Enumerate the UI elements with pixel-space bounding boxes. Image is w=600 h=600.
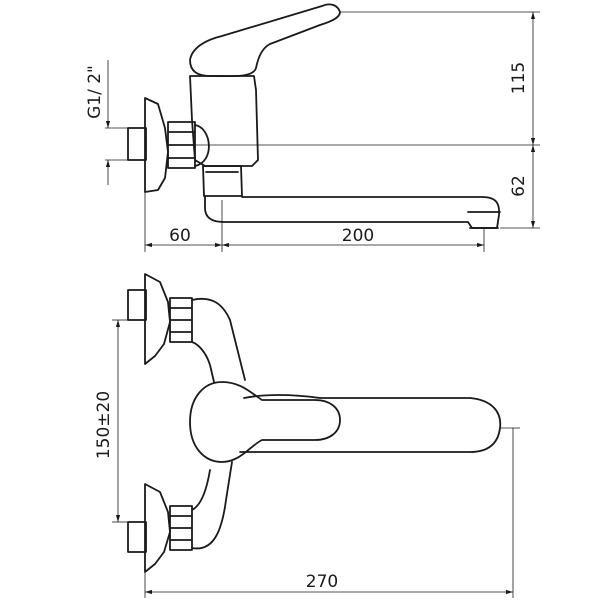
upper-nut — [169, 297, 193, 343]
side-dimensions: 115 62 G1/ 2" 60 200 — [85, 11, 540, 252]
upper-inlet — [127, 289, 147, 321]
mixer-body-top — [191, 298, 246, 383]
lever-disc — [189, 381, 341, 463]
upper-flange — [144, 273, 171, 365]
top-dimensions: 150±20 270 — [94, 319, 520, 598]
mixer-body-lower-arm — [191, 461, 233, 550]
mixer-body — [189, 75, 259, 167]
height-top-label: 115 — [509, 62, 529, 94]
body-connector — [194, 124, 210, 167]
union-nut — [167, 121, 196, 169]
lever-handle — [189, 3, 341, 78]
depth-wall-label: 60 — [169, 226, 191, 246]
inlet-stub — [127, 127, 147, 161]
spout — [204, 195, 500, 229]
inlet-spacing-label: 150±20 — [94, 391, 114, 459]
lower-nut — [169, 505, 193, 551]
spout-reach-label: 200 — [342, 226, 374, 246]
lower-inlet — [127, 521, 147, 553]
thread-label: G1/ 2" — [85, 65, 105, 119]
height-bottom-label: 62 — [509, 175, 529, 197]
spout-pivot — [202, 165, 243, 197]
wall-flange — [144, 97, 169, 193]
top-view — [127, 273, 502, 573]
total-reach-label: 270 — [306, 572, 338, 592]
spout-top — [239, 394, 502, 453]
side-view — [127, 3, 540, 229]
spout-aerator — [467, 211, 501, 229]
lower-flange — [144, 483, 171, 573]
